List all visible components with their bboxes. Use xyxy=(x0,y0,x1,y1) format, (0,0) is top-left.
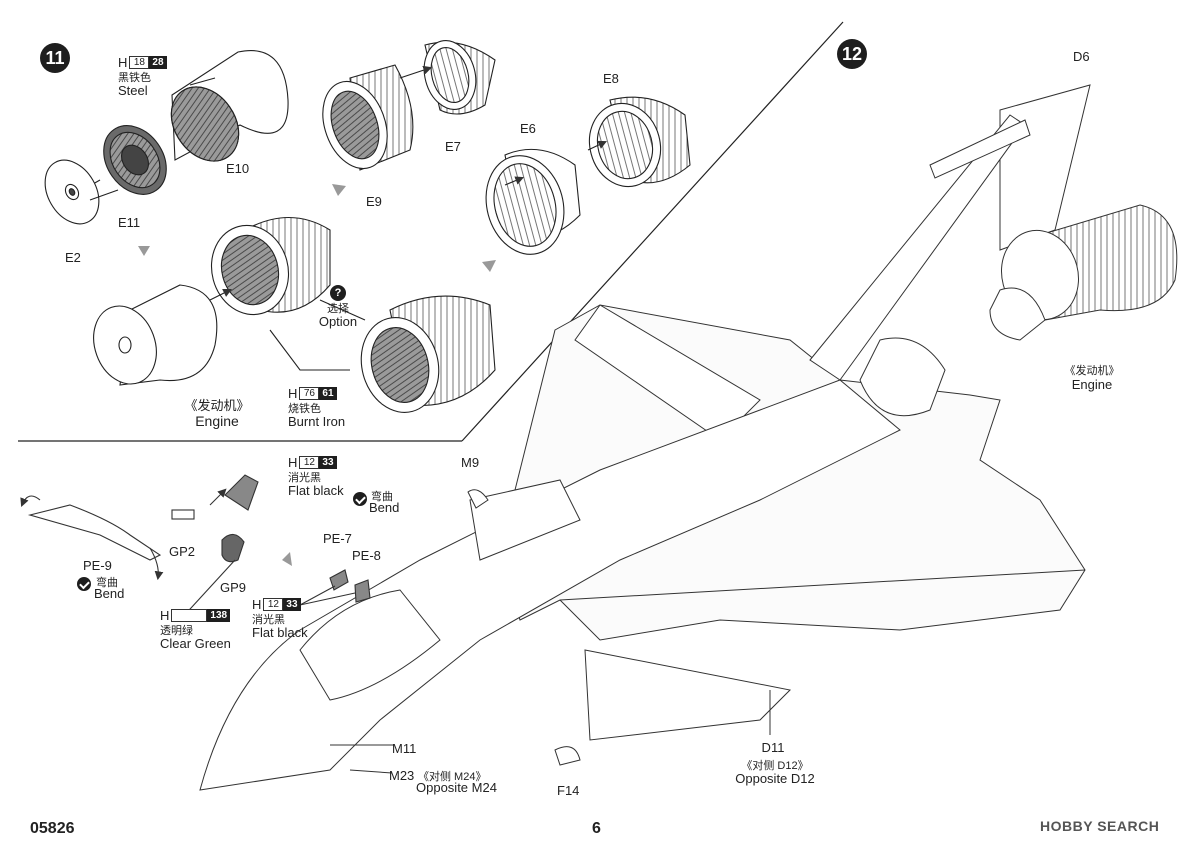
option-icon: ? xyxy=(330,285,346,301)
label-d6: D6 xyxy=(1073,49,1090,64)
paint-code1 xyxy=(171,608,208,622)
part-e2 xyxy=(44,159,100,225)
page-number: 6 xyxy=(592,820,601,837)
paint-steel-zh: 黑铁色 xyxy=(118,72,151,84)
engine-12-en: Engine xyxy=(1071,377,1113,392)
paint-h: H xyxy=(160,607,170,623)
paint-burnt-iron-code: H 76 61 xyxy=(288,385,337,401)
label-e7: E7 xyxy=(445,139,461,154)
label-e10: E10 xyxy=(226,161,250,176)
part-pe7 xyxy=(329,569,349,591)
part-e7 xyxy=(423,40,496,115)
bend2-zh: 弯曲 xyxy=(96,577,118,589)
engine-12-zh: 《发动机》 xyxy=(1064,365,1120,377)
paint-code2: 28 xyxy=(149,55,167,69)
part-e8 xyxy=(588,96,691,188)
nozzle-assembly-b xyxy=(360,295,496,413)
paint-code2: 33 xyxy=(283,597,301,611)
paint-flat-black-a-zh: 消光黑 xyxy=(288,472,321,484)
step-11-label: 11 xyxy=(45,47,65,68)
assembly-arrows-11 xyxy=(138,184,496,272)
paint-flat-black-b-zh: 消光黑 xyxy=(252,614,285,626)
engine-step12 xyxy=(859,204,1178,417)
part-gp9 xyxy=(221,533,245,563)
part-m9 xyxy=(467,489,489,509)
label-pe9: PE-9 xyxy=(83,558,112,573)
part-e11 xyxy=(103,125,167,195)
label-pe7: PE-7 xyxy=(323,531,352,546)
option-zh: 选择 xyxy=(327,303,349,315)
small-parts-12 xyxy=(20,474,371,621)
engine-11-zh: 《发动机》 xyxy=(184,398,250,413)
engine-11-en: Engine xyxy=(195,413,239,429)
paint-h: H xyxy=(118,54,128,70)
label-d11-en: Opposite D12 xyxy=(735,771,815,786)
label-pe8: PE-8 xyxy=(352,548,381,563)
paint-code1: 18 xyxy=(129,55,150,69)
step11-exhaust-assembly xyxy=(44,40,691,413)
assembled-cylinder xyxy=(93,284,218,386)
label-m23-en: Opposite M24 xyxy=(416,780,497,795)
label-e2: E2 xyxy=(65,250,81,265)
paint-h: H xyxy=(288,454,298,470)
paint-code2: 61 xyxy=(319,386,337,400)
label-f14: F14 xyxy=(557,783,580,798)
part-d11 xyxy=(584,649,792,741)
assembly-arrow-12 xyxy=(282,552,292,566)
paint-flat-black-b-code: H 12 33 xyxy=(252,596,301,612)
label-d11: D11 xyxy=(761,740,785,755)
paint-flat-black-a-en: Flat black xyxy=(288,483,344,498)
part-pe9 xyxy=(27,504,162,561)
step-12-label: 12 xyxy=(841,43,863,64)
label-e11: E11 xyxy=(118,215,141,230)
paint-code1: 76 xyxy=(299,386,320,400)
nozzle-assembly-a xyxy=(210,216,331,316)
part-e10 xyxy=(170,50,289,162)
bend2-en: Bend xyxy=(94,586,125,601)
aircraft-canopy-forward xyxy=(199,379,901,791)
label-gp2: GP2 xyxy=(169,544,196,559)
paint-burnt-iron-en: Burnt Iron xyxy=(288,414,346,429)
label-e8: E8 xyxy=(603,71,619,86)
part-e6 xyxy=(485,148,581,255)
panel-dividers xyxy=(18,21,844,442)
paint-clear-green-code: H 138 xyxy=(160,607,231,623)
paint-code2: 138 xyxy=(207,608,231,622)
label-m23-note: 《对侧 M24》 xyxy=(418,771,487,783)
part-pe8 xyxy=(354,579,371,603)
part-f14 xyxy=(554,746,581,766)
paint-code1: 12 xyxy=(263,597,284,611)
paint-clear-green-zh: 透明绿 xyxy=(160,625,193,637)
paint-h: H xyxy=(252,596,262,612)
bend-icon xyxy=(77,577,91,591)
label-m9: M9 xyxy=(461,455,480,470)
paint-h: H xyxy=(288,385,298,401)
part-flatblack-piece xyxy=(224,474,259,511)
label-gp9: GP9 xyxy=(220,580,247,595)
paint-code2: 33 xyxy=(319,455,337,469)
label-m11: M11 xyxy=(392,741,417,756)
paint-flat-black-b-en: Flat black xyxy=(252,625,308,640)
bend1-zh: 弯曲 xyxy=(371,491,393,503)
bend-icon xyxy=(353,492,367,506)
paint-steel-en: Steel xyxy=(118,83,148,98)
bend1-en: Bend xyxy=(369,500,400,515)
option-en: Option xyxy=(318,314,358,329)
paint-steel-code: H 18 28 xyxy=(118,54,167,70)
watermark: HOBBY SEARCH xyxy=(1040,818,1160,834)
paint-clear-green-en: Clear Green xyxy=(160,636,231,651)
paint-burnt-iron-zh: 烧铁色 xyxy=(288,403,321,415)
paint-code1: 12 xyxy=(299,455,320,469)
product-code: 05826 xyxy=(30,820,75,837)
part-gp2 xyxy=(171,509,195,520)
label-e6: E6 xyxy=(520,121,536,136)
label-d11-note: 《对侧 D12》 xyxy=(741,760,809,772)
part-e9 xyxy=(322,64,414,171)
label-m23: M23 xyxy=(389,768,415,783)
paint-flat-black-a-code: H 12 33 xyxy=(288,454,337,470)
step-11-badge: 11 xyxy=(40,43,70,73)
label-e9: E9 xyxy=(366,194,382,209)
step-12-badge: 12 xyxy=(837,39,867,69)
